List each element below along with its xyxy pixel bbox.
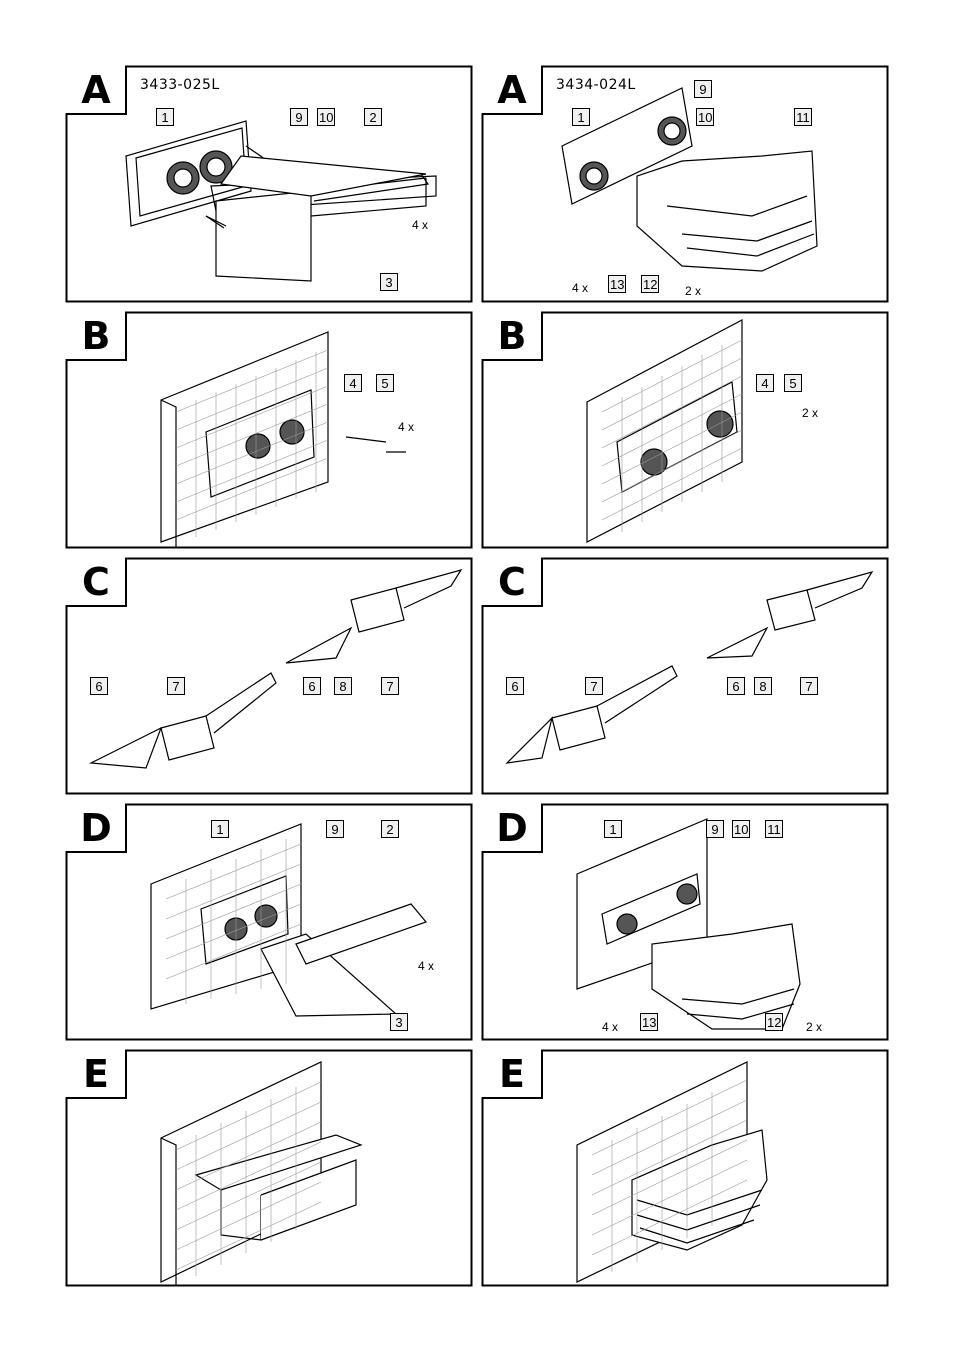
part-label-11: 11 (765, 820, 783, 838)
step-letter-b: B (81, 314, 111, 358)
lamp-parts-drawing (561, 87, 818, 272)
step-letter-d: D (496, 806, 528, 850)
panel-frame (481, 311, 889, 549)
panel-frame (65, 557, 473, 795)
part-label-6: 6 (303, 677, 321, 695)
finished-lamp-drawing (576, 1061, 768, 1283)
step-d-right-panel: D 1 9 10 11 13 12 4 x 2 x (481, 803, 889, 1041)
part-label-8: 8 (754, 677, 772, 695)
part-label-9: 9 (290, 108, 308, 126)
part-label-11: 11 (794, 108, 812, 126)
step-e-left-panel: E (65, 1049, 473, 1287)
part-label-1: 1 (156, 108, 174, 126)
part-label-6: 6 (90, 677, 108, 695)
part-label-3: 3 (380, 273, 398, 291)
quantity-4x: 4 x (572, 281, 589, 295)
finished-lamp-drawing (160, 1061, 363, 1286)
step-letter-c: C (498, 560, 526, 604)
part-label-4: 4 (756, 374, 774, 392)
panel-frame (481, 557, 889, 795)
part-label-5: 5 (376, 374, 394, 392)
wall-mounting-drawing (160, 331, 406, 547)
panel-frame (65, 65, 473, 303)
part-label-7: 7 (585, 677, 603, 695)
wiring-drawing (505, 571, 874, 764)
part-label-4: 4 (344, 374, 362, 392)
part-label-9: 9 (706, 820, 724, 838)
step-letter-e: E (83, 1052, 109, 1096)
step-letter-b: B (497, 314, 527, 358)
part-label-3: 3 (390, 1013, 408, 1031)
panel-frame (65, 803, 473, 1041)
step-c-left-panel: C 6 7 6 8 7 (65, 557, 473, 795)
quantity-4x: 4 x (602, 1020, 619, 1034)
step-e-right-panel: E (481, 1049, 889, 1287)
part-label-10: 10 (696, 108, 715, 126)
assembly-drawing (150, 823, 428, 1017)
part-label-7: 7 (167, 677, 185, 695)
part-label-10: 10 (732, 820, 751, 838)
step-a-left-panel: A 3433-025L 1 9 10 2 3 4 x (65, 65, 473, 303)
step-c-right-panel: C 6 7 6 8 7 (481, 557, 889, 795)
wiring-drawing (88, 569, 463, 769)
quantity-2x: 2 x (806, 1020, 823, 1034)
quantity-2x: 2 x (685, 284, 702, 298)
part-label-10: 10 (317, 108, 336, 126)
panel-frame (65, 311, 473, 549)
part-label-5: 5 (784, 374, 802, 392)
assembly-drawing (576, 818, 801, 1030)
part-label-2: 2 (364, 108, 382, 126)
model-number-left: 3433-025L (140, 77, 220, 93)
part-label-13: 13 (640, 1013, 659, 1031)
step-letter-c: C (82, 560, 110, 604)
step-letter-a: A (81, 68, 111, 112)
part-label-1: 1 (211, 820, 229, 838)
part-label-12: 12 (641, 275, 660, 293)
step-letter-a: A (497, 68, 527, 112)
panel-frame (481, 65, 889, 303)
step-b-left-panel: B 4 5 4 x (65, 311, 473, 549)
step-a-right-panel: A 3434-024L 1 9 10 11 13 12 4 x 2 x (481, 65, 889, 303)
part-label-7: 7 (381, 677, 399, 695)
part-label-9: 9 (694, 80, 712, 98)
panel-frame (65, 1049, 473, 1287)
quantity-4x: 4 x (398, 420, 415, 434)
lamp-parts-drawing (125, 120, 437, 282)
model-number-right: 3434-024L (556, 77, 636, 93)
part-label-13: 13 (608, 275, 627, 293)
step-b-right-panel: B 4 5 2 x (481, 311, 889, 549)
step-d-left-panel: D 1 9 2 3 4 x (65, 803, 473, 1041)
quantity-4x: 4 x (418, 959, 435, 973)
part-label-6: 6 (727, 677, 745, 695)
step-letter-e: E (499, 1052, 525, 1096)
part-label-9: 9 (326, 820, 344, 838)
panel-frame (481, 803, 889, 1041)
step-letter-d: D (80, 806, 112, 850)
part-label-6: 6 (506, 677, 524, 695)
part-label-7: 7 (800, 677, 818, 695)
panel-frame (481, 1049, 889, 1287)
quantity-2x: 2 x (802, 406, 819, 420)
wall-mounting-drawing (586, 319, 743, 543)
part-label-1: 1 (604, 820, 622, 838)
part-label-8: 8 (334, 677, 352, 695)
quantity-4x: 4 x (412, 218, 429, 232)
part-label-2: 2 (381, 820, 399, 838)
part-label-12: 12 (765, 1013, 784, 1031)
part-label-1: 1 (572, 108, 590, 126)
